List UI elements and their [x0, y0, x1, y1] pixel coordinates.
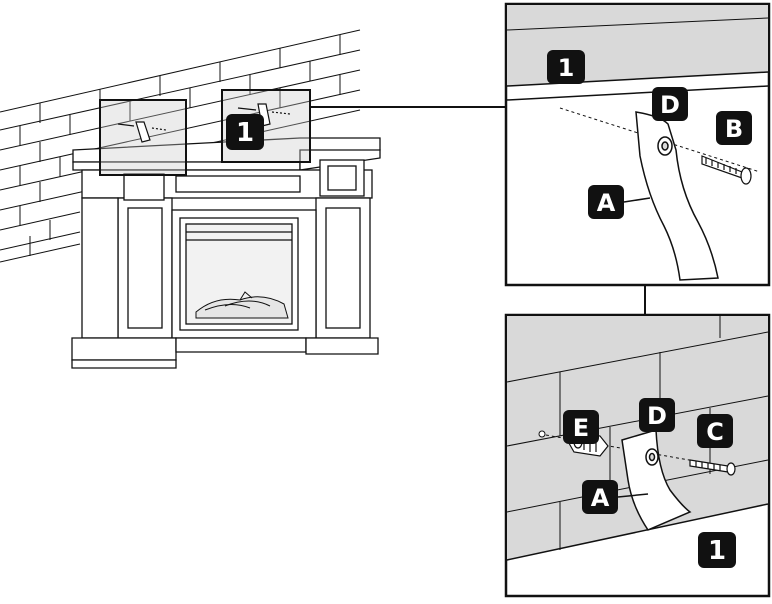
svg-text:B: B	[725, 115, 743, 143]
svg-text:1: 1	[708, 536, 726, 566]
anti-tip-strap-icon	[621, 429, 692, 531]
step-label-mantel: 1	[226, 114, 264, 150]
bracket-mini-left	[117, 121, 167, 143]
part-label-b: B	[716, 111, 752, 145]
callout-connector	[310, 106, 646, 315]
part-label-e: E	[563, 410, 599, 444]
part-label-a-top: A	[588, 185, 651, 219]
svg-text:A: A	[597, 189, 616, 217]
step-label-top: 1	[547, 50, 585, 84]
step-label-bottom: 1	[698, 532, 736, 568]
svg-text:D: D	[660, 91, 680, 119]
svg-text:A: A	[591, 484, 610, 512]
washer-icon	[657, 136, 673, 156]
wood-screw-icon	[689, 459, 736, 476]
svg-text:1: 1	[558, 54, 575, 82]
wood-screw-icon	[701, 155, 752, 185]
washer-icon	[645, 448, 659, 466]
svg-text:E: E	[573, 414, 589, 442]
part-label-a-bottom: A	[582, 480, 649, 514]
part-label-c: C	[697, 414, 733, 448]
part-label-d-bottom: D	[639, 398, 675, 432]
anti-tip-strap-icon	[635, 111, 719, 281]
svg-text:D: D	[647, 402, 667, 430]
svg-text:C: C	[706, 418, 724, 446]
fireplace-logs	[195, 291, 289, 319]
part-label-d-top: D	[652, 87, 688, 121]
svg-text:1: 1	[236, 118, 254, 148]
